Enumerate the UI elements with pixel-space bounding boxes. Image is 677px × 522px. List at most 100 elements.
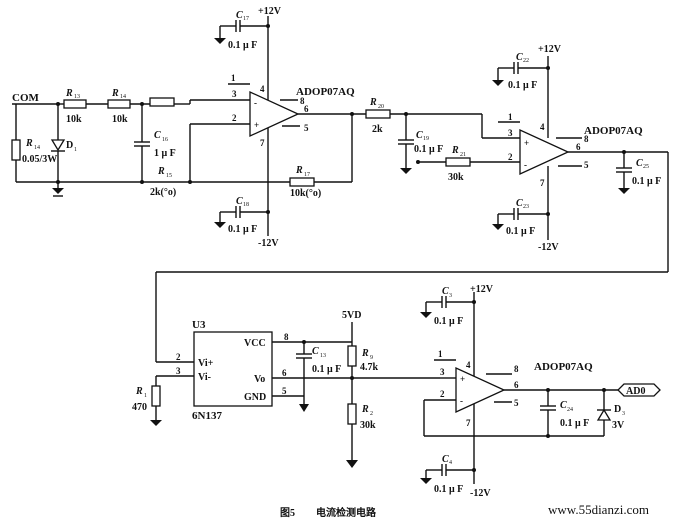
resistor-r9 (347, 345, 357, 367)
ground-icon (420, 312, 432, 318)
stage4-buffer: + - 1 3 2 4 7 +12V -12V C 3 0.1 μ F (420, 284, 661, 499)
r14-ref: R (111, 88, 119, 99)
c4-sub: 4 (449, 460, 452, 466)
r15-value: 2k(°o) (150, 187, 176, 198)
caption-title: 电流检测电路 (316, 506, 377, 519)
c3-value: 0.1 μ F (434, 316, 463, 327)
r14-sub: 14 (120, 94, 126, 100)
resistor-r15 (149, 97, 175, 107)
r17-value: 10k(°o) (290, 188, 321, 199)
caption-fig: 图5 (280, 507, 295, 519)
c19-ref: C (416, 130, 423, 141)
op2-pin4: 4 (540, 122, 545, 132)
stage2-filter: R 20 2k C 19 0.1 μ F R 21 30k + - 1 3 2 … (155, 44, 669, 363)
c24-value: 0.1 μ F (560, 418, 589, 429)
r1-ref: R (135, 386, 143, 397)
op1-neg12: -12V (258, 238, 279, 249)
resistor-shunt (11, 139, 21, 161)
op3-pin7: 7 (466, 418, 471, 428)
op1-pin3: 3 (232, 89, 237, 99)
ground-icon (492, 224, 504, 230)
c23-ref: C (516, 198, 523, 209)
net-ad0-label: AD0 (626, 386, 645, 397)
c16-sub: 16 (162, 137, 168, 143)
svg-text:-: - (254, 98, 257, 108)
ground-icon (400, 168, 412, 174)
u3-vo: Vo (254, 374, 265, 385)
c19-sub: 19 (423, 136, 429, 142)
op2-pin6: 6 (576, 142, 581, 152)
c3-ref: C (442, 286, 449, 297)
ground-icon (150, 420, 162, 426)
op1-pin6: 6 (304, 104, 309, 114)
u3-gnd: GND (244, 392, 266, 403)
op2-pin8: 8 (584, 134, 589, 144)
c17-ref: C (236, 10, 243, 21)
op2-pos12: +12V (538, 44, 562, 55)
op2-pin2: 2 (508, 152, 513, 162)
op2-neg12: -12V (538, 242, 559, 253)
u3-pin8: 8 (284, 332, 289, 342)
r20-value: 2k (372, 124, 383, 135)
net-ad0-tag (617, 383, 661, 397)
ground-icon (299, 404, 309, 412)
svg-text:+: + (524, 138, 529, 148)
op2-pin3: 3 (508, 128, 513, 138)
opamp-3 (455, 366, 506, 414)
chip-6n137 (193, 331, 273, 407)
c25-ref: C (636, 158, 643, 169)
op2-pin5: 5 (584, 160, 589, 170)
c4-value: 0.1 μ F (434, 484, 463, 495)
resistor-r20 (365, 109, 391, 119)
op1-pin4: 4 (260, 84, 265, 94)
svg-text:+: + (460, 374, 465, 384)
r20-sub: 20 (378, 104, 384, 110)
opamp-2 (519, 128, 570, 176)
r13-sub: 13 (74, 94, 80, 100)
u3-part: 6N137 (192, 410, 222, 422)
op3-pin4: 4 (466, 360, 471, 370)
op1-pos12: +12V (258, 6, 282, 17)
r-shunt-ref: R (25, 138, 33, 149)
u3-pin3: 3 (176, 366, 181, 376)
c25-value: 0.1 μ F (632, 176, 661, 187)
op3-pin3: 3 (440, 367, 445, 377)
opamp-1 (249, 90, 300, 138)
c24-sub: 24 (567, 407, 573, 413)
r21-sub: 21 (460, 152, 466, 158)
u3-ref: U3 (192, 319, 206, 331)
d3-sub: 3 (622, 411, 625, 417)
r13-ref: R (65, 88, 73, 99)
c3-sub: 3 (449, 293, 452, 299)
c18-value: 0.1 μ F (228, 224, 257, 235)
r2-sub: 2 (370, 411, 373, 417)
stage1-input: COM R 14 0.05/3W D 1 R 13 10k R 14 10k (11, 6, 366, 249)
c13-sub: 13 (320, 353, 326, 359)
r15-sub: 15 (166, 173, 172, 179)
c4-ref: C (442, 454, 449, 465)
d3-ref: D (614, 404, 621, 415)
u3-pin6: 6 (282, 368, 287, 378)
c16-value: 1 μ F (154, 148, 176, 159)
r17-sub: 17 (304, 172, 310, 178)
op1-pin5: 5 (304, 123, 309, 133)
r9-ref: R (361, 348, 369, 359)
ground-icon (420, 478, 432, 484)
r21-value: 30k (448, 172, 464, 183)
resistor-r1 (151, 385, 161, 407)
r14-value: 10k (112, 114, 128, 125)
c13-ref: C (312, 346, 319, 357)
op3-pin6: 6 (514, 380, 519, 390)
r15-ref: R (157, 166, 165, 177)
op3-pin2: 2 (440, 389, 445, 399)
r-shunt-sub: 14 (34, 145, 40, 151)
resistor-r21 (445, 157, 471, 167)
op1-pin2: 2 (232, 113, 237, 123)
op3-pos12: +12V (470, 284, 494, 295)
svg-text:+: + (254, 120, 259, 130)
resistor-r13 (63, 99, 87, 109)
resistor-r14 (107, 99, 131, 109)
c22-ref: C (516, 52, 523, 63)
d1-ref: D (66, 140, 73, 151)
diode-d3 (596, 408, 612, 421)
